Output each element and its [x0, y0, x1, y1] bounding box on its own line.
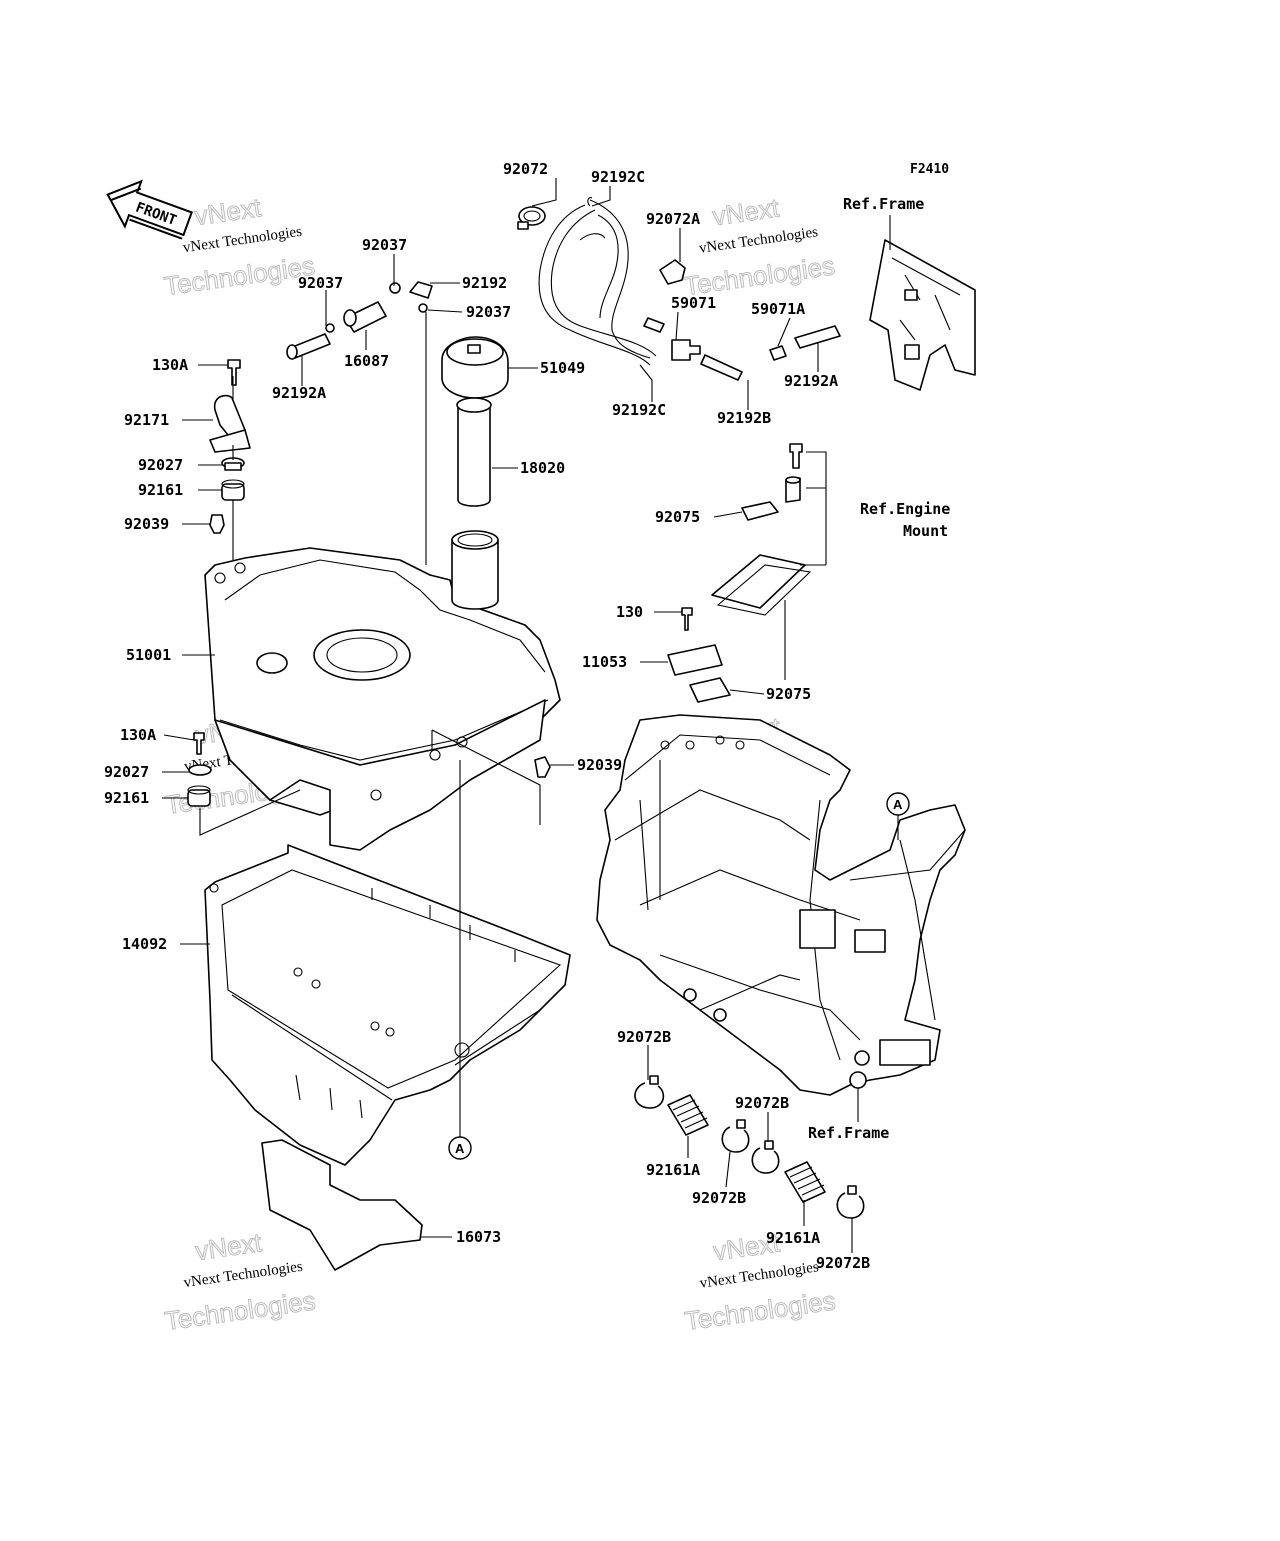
part-label: 130A	[120, 726, 156, 744]
part-label: 92072B	[816, 1254, 870, 1272]
part-label: 92072B	[617, 1028, 671, 1046]
ref-frame-top-label: Ref.Frame	[843, 195, 924, 213]
part-label: 92027	[104, 763, 149, 781]
under-pad	[261, 1139, 423, 1271]
part-label: 92039	[124, 515, 169, 533]
svg-text:vNext: vNext	[711, 192, 782, 231]
filler-pipe	[456, 397, 492, 507]
svg-text:vNext: vNext	[193, 1227, 264, 1266]
part-label: 92161A	[766, 1229, 820, 1247]
part-label: 130	[616, 603, 643, 621]
part-label: 92072B	[735, 1094, 789, 1112]
ref-frame-bottom-label: Ref.Frame	[808, 1124, 889, 1142]
watermark-right-top: vNext vNext Technologies Technologies	[682, 192, 837, 302]
part-label: 92192C	[612, 401, 666, 419]
part-label: 92075	[766, 685, 811, 703]
part-label: 92161	[138, 481, 183, 499]
part-label: 92192A	[784, 372, 838, 390]
svg-text:A: A	[455, 1141, 465, 1156]
watermark-left-bottom: vNext vNext Technologies Technologies	[162, 1227, 317, 1337]
part-label: 92192A	[272, 384, 326, 402]
part-label: 51049	[540, 359, 585, 377]
connector-a-frame: A	[886, 792, 910, 840]
part-label: 92039	[577, 756, 622, 774]
breather-hose-assembly	[286, 197, 841, 565]
svg-text:Technologies: Technologies	[162, 250, 316, 301]
part-label: 92192C	[591, 168, 645, 186]
part-label: 130A	[152, 356, 188, 374]
part-label: 92161	[104, 789, 149, 807]
part-label: 92072	[503, 160, 548, 178]
part-label: 18020	[520, 459, 565, 477]
part-label: 51001	[126, 646, 171, 664]
figure-code: F2410	[910, 162, 949, 177]
part-label: 14092	[122, 935, 167, 953]
part-label: 92072A	[646, 210, 700, 228]
part-label: 16087	[344, 352, 389, 370]
left-hardware	[187, 359, 551, 836]
part-label: 92192	[462, 274, 507, 292]
part-label: 92037	[298, 274, 343, 292]
svg-text:Technologies: Technologies	[163, 1285, 317, 1336]
bushings-and-clamps	[634, 1075, 865, 1219]
part-label: 92037	[362, 236, 407, 254]
fuel-cap	[441, 336, 509, 399]
fuel-tank	[204, 530, 561, 851]
part-label: 92037	[466, 303, 511, 321]
part-label: 92027	[138, 456, 183, 474]
svg-text:Technologies: Technologies	[683, 1285, 837, 1336]
part-label: 16073	[456, 1228, 501, 1246]
leader-lines	[162, 178, 853, 1253]
part-label: 92171	[124, 411, 169, 429]
engine-mount-hardware	[667, 443, 827, 703]
connector-a-tank: A	[448, 760, 472, 1160]
main-frame	[596, 714, 966, 1122]
ref-engine-mount-label-2: Mount	[903, 522, 948, 540]
part-label: 59071A	[751, 300, 805, 318]
part-label: 11053	[582, 653, 627, 671]
part-label: 59071	[671, 294, 716, 312]
ref-engine-mount-label: Ref.Engine	[860, 500, 950, 518]
part-labels: 92072 92192C 92072A 92037 92192 92037 92…	[104, 160, 870, 1272]
tank-tray	[204, 844, 571, 1166]
watermark-left-top: vNext vNext Technologies Technologies	[162, 192, 317, 302]
front-arrow-icon: FRONT	[106, 179, 193, 240]
part-label: 92072B	[692, 1189, 746, 1207]
part-label: 92161A	[646, 1161, 700, 1179]
svg-text:A: A	[893, 797, 903, 812]
frame-bracket-top-right	[869, 215, 976, 391]
part-label: 92075	[655, 508, 700, 526]
svg-text:vNext: vNext	[193, 192, 264, 231]
part-label: 92192B	[717, 409, 771, 427]
